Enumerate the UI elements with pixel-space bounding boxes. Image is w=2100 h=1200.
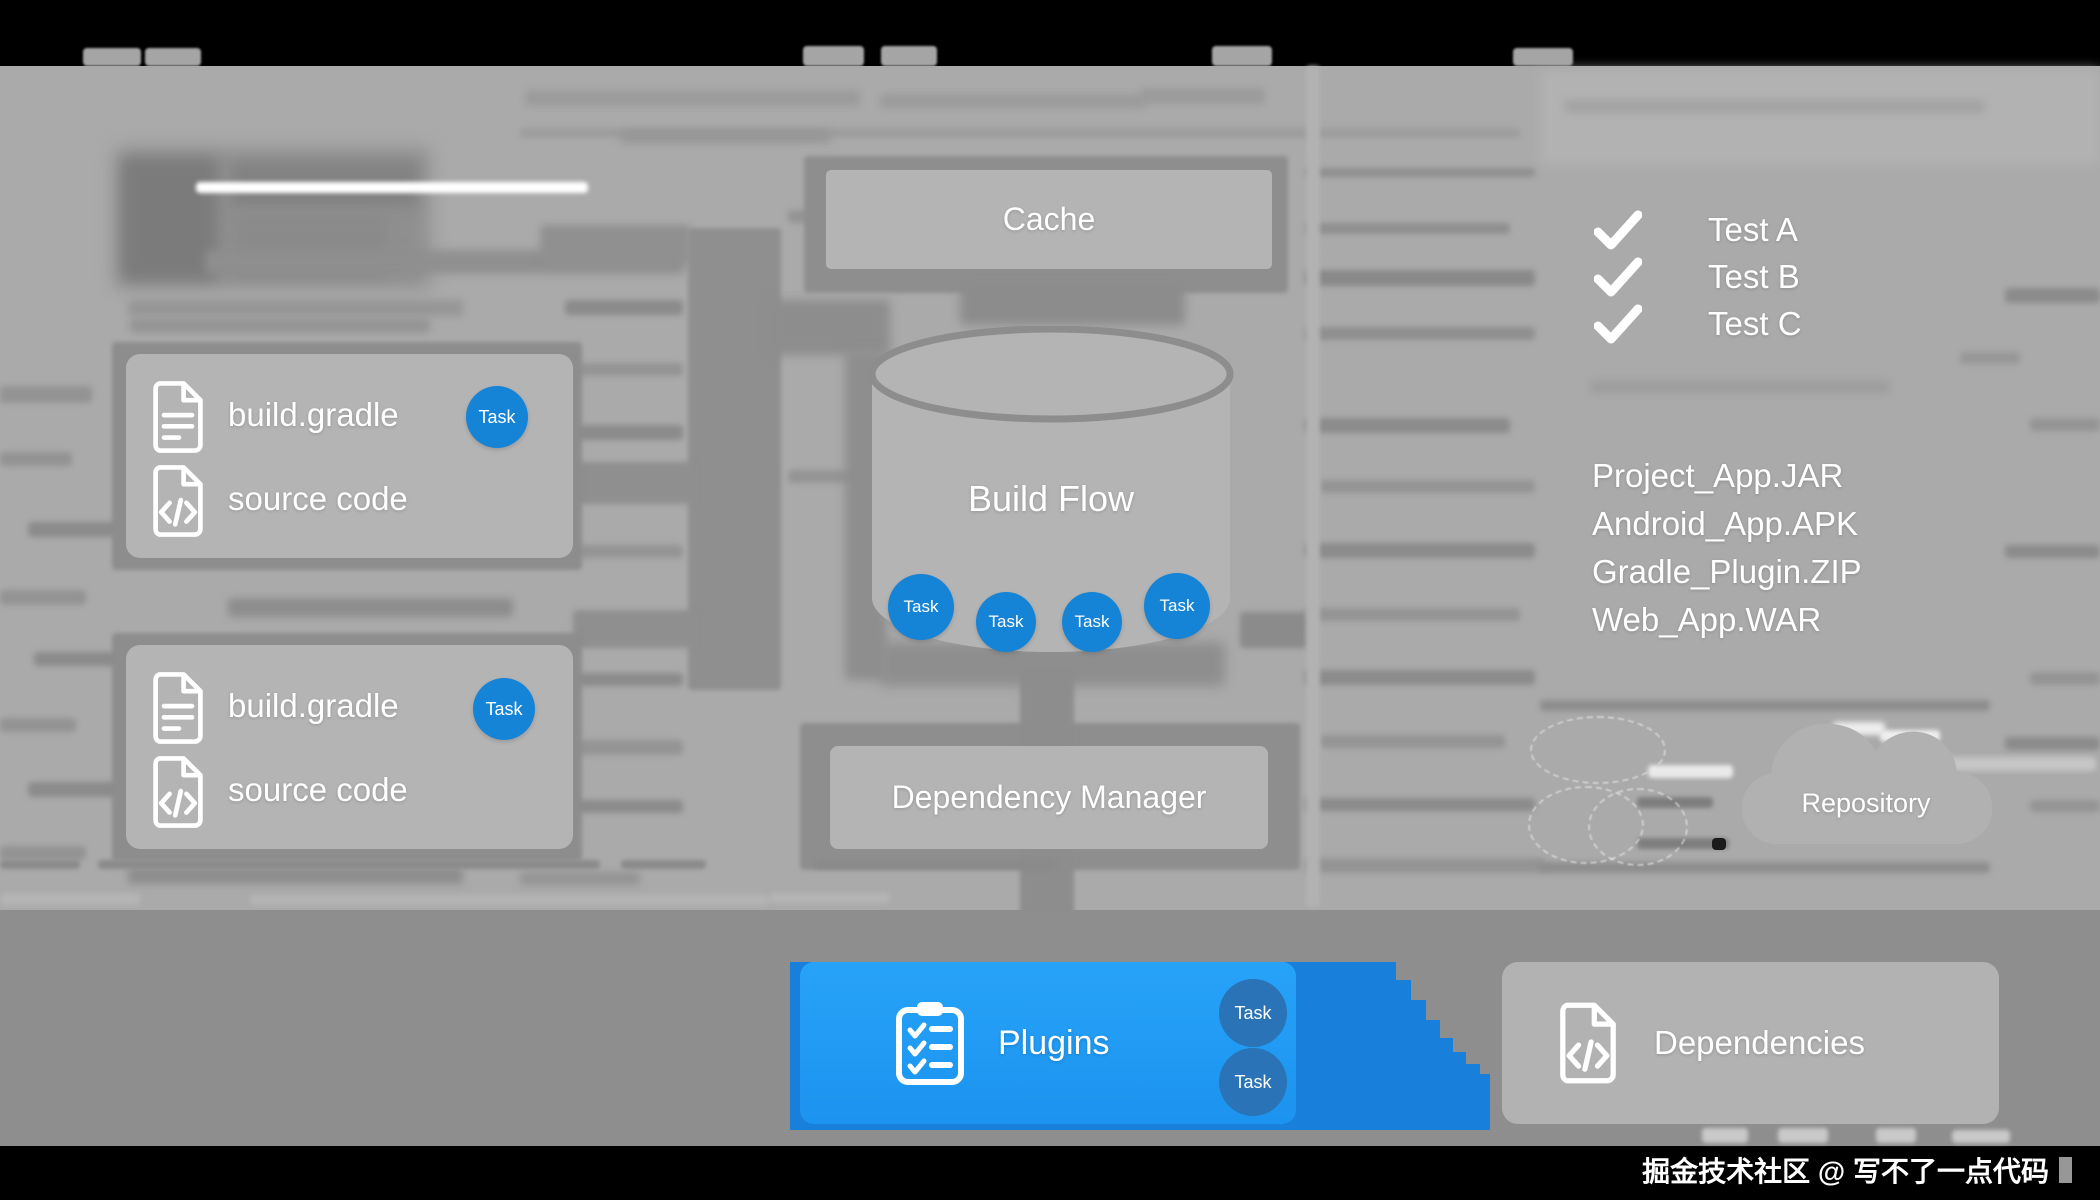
artifact-item: Gradle_Plugin.ZIP <box>1592 553 1862 590</box>
task-badge: Task <box>473 678 535 740</box>
code-file-icon <box>153 756 203 828</box>
task-label: Task <box>478 406 516 427</box>
plugin-task-circle: Task <box>1219 979 1287 1047</box>
source-code-label: source code <box>228 771 408 808</box>
checkmark-icon <box>1594 304 1642 344</box>
watermark: 掘金技术社区 @ 写不了一点代码 <box>1100 1150 2072 1190</box>
file-lines-icon <box>153 381 203 453</box>
artifact-list: Project_App.JAR Android_App.APK Gradle_P… <box>1592 452 1862 644</box>
watermark-text: 掘金技术社区 @ 写不了一点代码 <box>1642 1156 2049 1187</box>
repository-label: Repository <box>1801 788 1931 818</box>
source-code-label: source code <box>228 480 408 517</box>
test-result-row: Test C <box>1594 300 1802 348</box>
dotted-blob-shape <box>1530 716 1666 784</box>
code-file-icon <box>153 465 203 537</box>
build-flow-label: Build Flow <box>967 478 1135 519</box>
code-file-icon <box>1560 1002 1616 1084</box>
artifact-item: Project_App.JAR <box>1592 457 1844 494</box>
dependency-manager-node: Dependency Manager <box>830 746 1268 849</box>
file-lines-icon <box>153 672 203 744</box>
artifact-item: Web_App.WAR <box>1592 601 1822 638</box>
checkmark-icon <box>1594 257 1642 297</box>
build-gradle-label: build.gradle <box>228 396 399 433</box>
task-label: Task <box>1159 596 1195 615</box>
project-card: build.gradle Task source code <box>126 645 573 849</box>
dependencies-node: Dependencies <box>1502 962 1999 1124</box>
dependency-manager-label: Dependency Manager <box>891 779 1207 815</box>
dependencies-label: Dependencies <box>1654 1024 1865 1061</box>
task-label: Task <box>903 597 939 616</box>
task-label: Task <box>988 612 1024 631</box>
bottom-black-bar <box>0 1146 2100 1200</box>
build-flow-task-circle: Task <box>976 592 1036 652</box>
build-flow-task-circle: Task <box>1062 592 1122 652</box>
cache-label: Cache <box>1002 201 1096 237</box>
checkmark-icon <box>1594 210 1642 250</box>
artifact-item: Android_App.APK <box>1592 505 1859 542</box>
task-label: Task <box>1074 612 1110 631</box>
test-result-row: Test A <box>1594 206 1798 254</box>
dotted-circle-shape <box>1588 788 1688 866</box>
task-label: Task <box>1234 1071 1272 1092</box>
build-flow-task-circle: Task <box>1144 573 1210 639</box>
clipboard-check-icon <box>896 1002 964 1085</box>
task-label: Task <box>1234 1002 1272 1023</box>
task-label: Task <box>485 698 523 719</box>
build-gradle-label: build.gradle <box>228 687 399 724</box>
cache-node: Cache <box>826 170 1272 269</box>
plugin-task-circle: Task <box>1219 1048 1287 1116</box>
test-label: Test B <box>1708 258 1800 295</box>
plugins-label: Plugins <box>998 1023 1110 1062</box>
project-card: build.gradle Task source code <box>126 354 573 558</box>
build-flow-cylinder <box>868 326 1234 652</box>
test-label: Test A <box>1708 211 1798 248</box>
task-badge: Task <box>466 386 528 448</box>
build-flow-task-circle: Task <box>888 574 954 640</box>
top-black-bar <box>0 0 2100 66</box>
test-label: Test C <box>1708 305 1802 342</box>
watermark-end-block <box>2059 1157 2072 1183</box>
plugins-node: Plugins <box>800 962 1296 1124</box>
cloud-shape <box>1741 723 1993 845</box>
test-result-row: Test B <box>1594 253 1800 301</box>
